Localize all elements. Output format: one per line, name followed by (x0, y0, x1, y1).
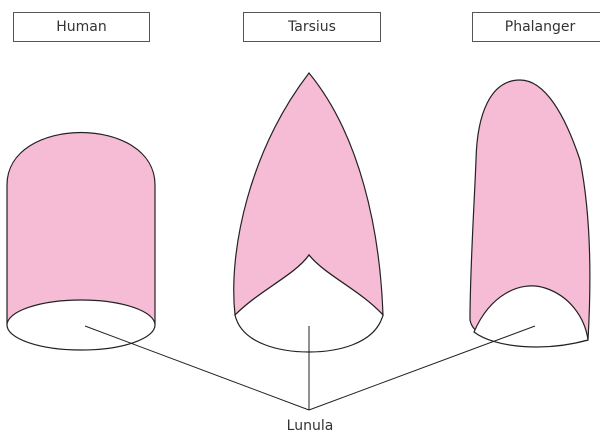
label-human: Human (13, 12, 150, 42)
phalanger-lunula (473, 285, 589, 348)
leader-line-phalanger (308, 325, 536, 411)
label-human-text: Human (56, 19, 107, 35)
human-nail (6, 132, 156, 351)
phalanger-nail (469, 79, 591, 348)
lunula-leader-lines (84, 325, 536, 411)
tarsius-lunula (234, 254, 384, 353)
human-lunula (6, 299, 156, 351)
leader-line-human (84, 325, 310, 411)
label-tarsius-text: Tarsius (288, 19, 336, 35)
label-phalanger: Phalanger (472, 12, 600, 42)
lunula-label: Lunula (286, 418, 334, 434)
tarsius-nail (233, 72, 384, 353)
label-phalanger-text: Phalanger (504, 19, 576, 35)
label-tarsius: Tarsius (243, 12, 381, 42)
